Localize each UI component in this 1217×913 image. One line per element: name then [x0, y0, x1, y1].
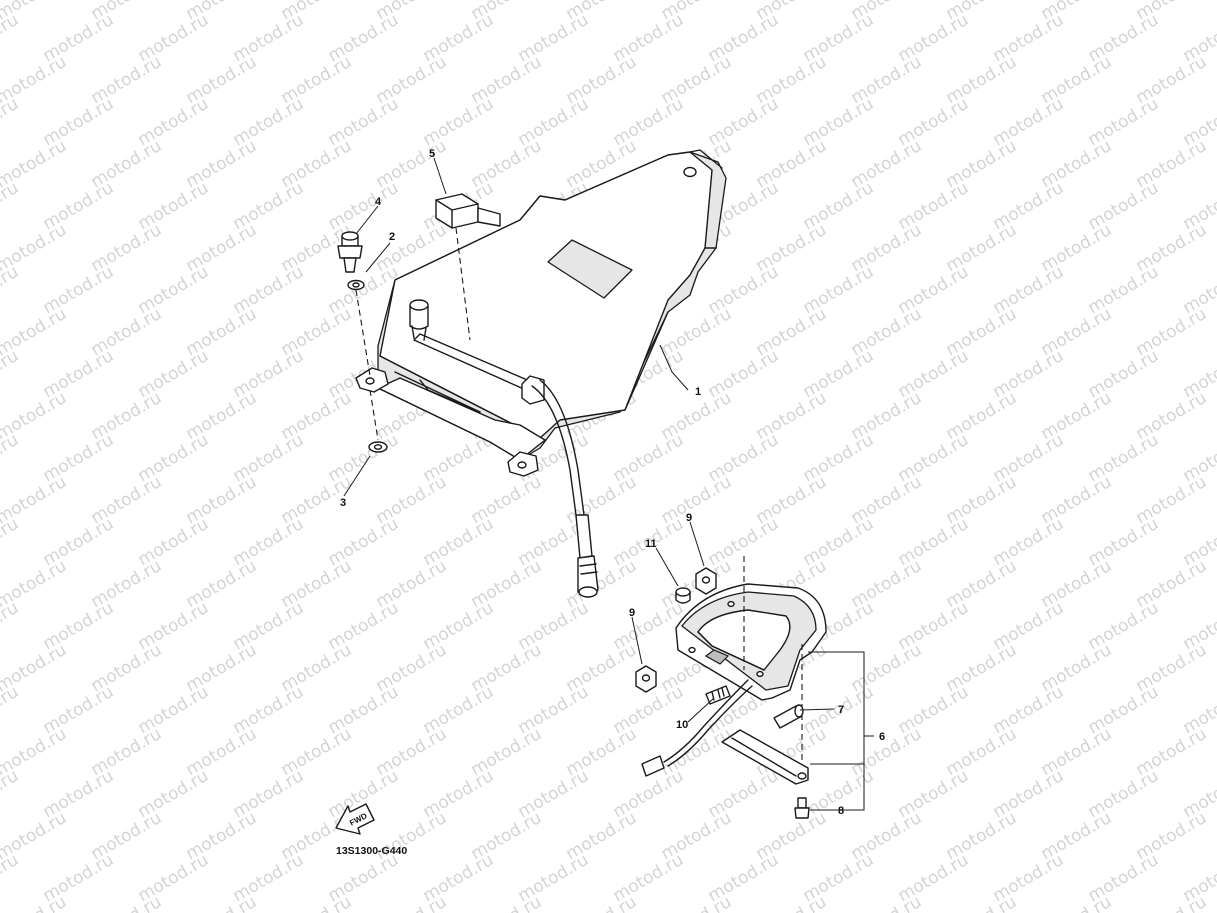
callout-5: 5 [429, 148, 435, 160]
callout-9-left: 9 [629, 607, 635, 619]
callout-11: 11 [645, 538, 657, 550]
callout-4: 4 [375, 196, 382, 208]
callout-10: 10 [676, 719, 688, 731]
callout-8: 8 [838, 805, 844, 817]
callout-9-top: 9 [686, 512, 692, 524]
taillight-part [635, 556, 827, 819]
tray-part [355, 149, 727, 598]
callout-7: 7 [838, 704, 844, 716]
leader-lines [343, 157, 874, 811]
callout-labels: 1 2 3 4 5 6 7 8 9 9 10 11 [340, 148, 885, 817]
callout-2: 2 [389, 231, 395, 243]
fwd-arrow-icon: FWD [335, 803, 375, 835]
diagram-code: 13S1300-G440 [336, 845, 407, 857]
fastener-stack [337, 231, 388, 453]
callout-6: 6 [879, 731, 885, 743]
callout-1: 1 [695, 386, 701, 398]
callout-3: 3 [340, 497, 346, 509]
connector-part [435, 193, 501, 341]
